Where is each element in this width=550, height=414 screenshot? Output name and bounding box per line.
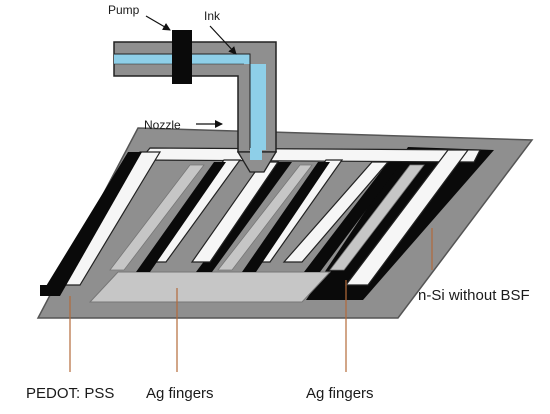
ink-label: Ink (204, 9, 221, 23)
ag-bus-pad (88, 271, 332, 303)
pump-block (172, 30, 192, 84)
ag-fingers-left-label: Ag fingers (146, 385, 214, 402)
nozzle-tip (236, 151, 278, 173)
substrate-label: n-Si without BSF (418, 287, 530, 304)
dispenser (113, 30, 278, 173)
pump-arrow (145, 15, 171, 31)
ink-channel (114, 54, 266, 150)
ag-rear-fingers (190, 161, 390, 263)
ink-drop (250, 148, 262, 160)
ink-arrow (209, 25, 237, 55)
pedot-label: PEDOT: PSS (26, 385, 114, 402)
pump-label: Pump (108, 3, 140, 17)
gray-inner-fingers (109, 164, 425, 271)
nozzle-label: Nozzle (144, 118, 181, 132)
ag-fingers-right-label: Ag fingers (306, 385, 374, 402)
